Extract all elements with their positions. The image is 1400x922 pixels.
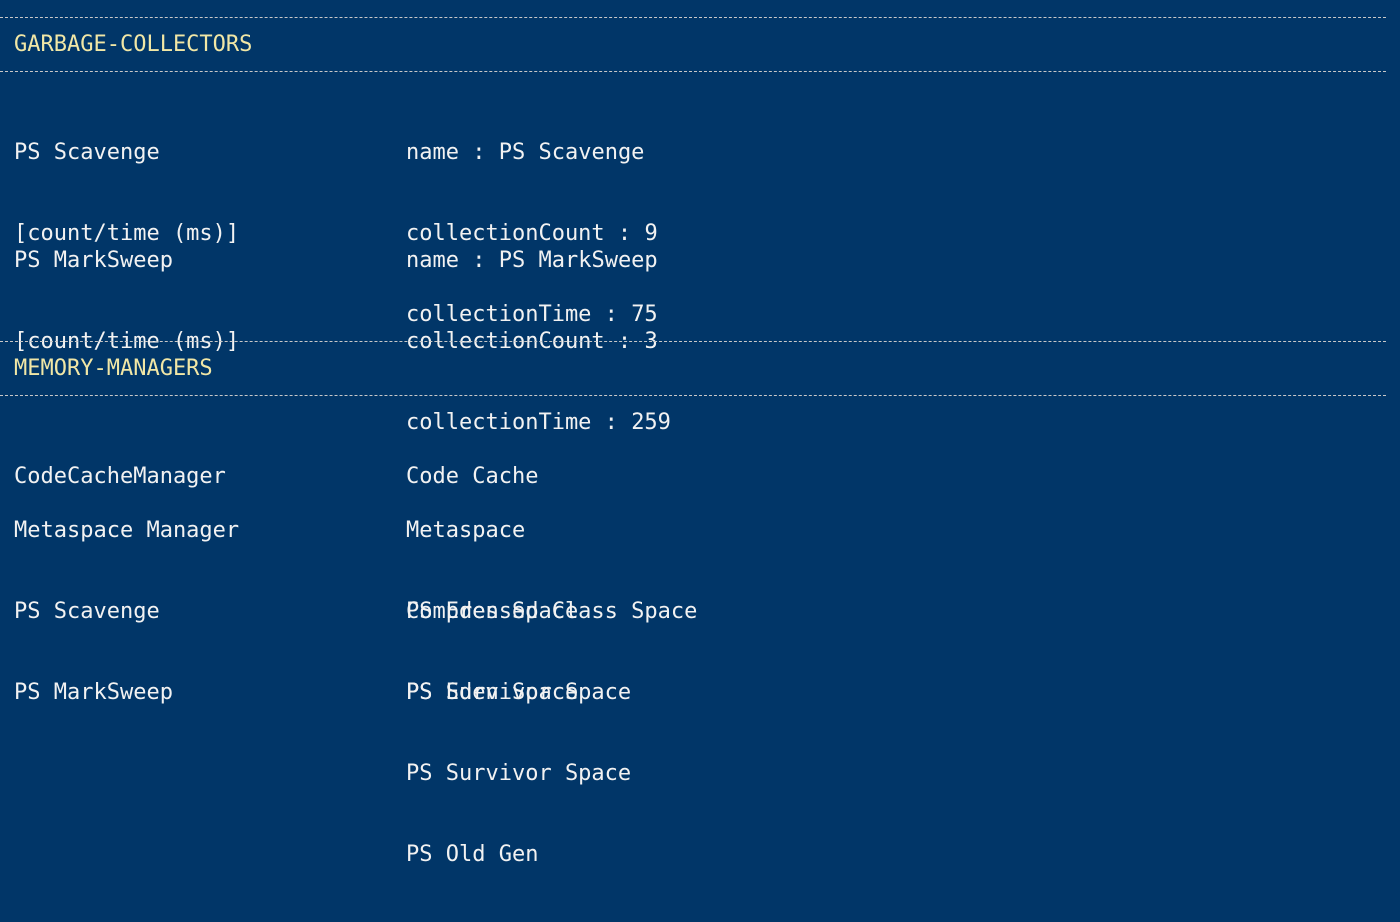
section-title-garbage-collectors: GARBAGE-COLLECTORS [14, 32, 253, 57]
property-separator: : [591, 302, 632, 327]
property-separator: : [458, 248, 499, 273]
gc-property: collectionTime : 259 [406, 409, 671, 436]
gc-properties: name : PS Scavenge collectionCount : 9 c… [406, 85, 658, 382]
section-title-memory-managers: MEMORY-MANAGERS [14, 356, 213, 381]
memory-pool: PS Old Gen [406, 842, 539, 867]
property-key: collectionTime [406, 410, 592, 435]
property-value: PS MarkSweep [498, 248, 658, 273]
gc-property: collectionTime : 75 [406, 301, 658, 328]
terminal-window[interactable]: GARBAGE-COLLECTORS PS Scavenge [count/ti… [0, 0, 1400, 867]
memory-manager-name: CodeCacheManager [14, 409, 226, 544]
section-divider-top [0, 17, 1386, 18]
property-key: collectionTime [406, 302, 592, 327]
manager-name: PS MarkSweep [14, 680, 173, 705]
property-separator: : [604, 221, 645, 246]
memory-pool-list: PS Eden Space PS Survivor Space [406, 544, 631, 760]
property-separator: : [591, 410, 632, 435]
memory-manager-name: PS MarkSweep [14, 625, 173, 760]
memory-pool: PS Eden Space [406, 599, 579, 624]
gc-name: PS Scavenge [14, 140, 160, 165]
memory-pool: PS Survivor Space [406, 761, 632, 786]
property-key: name [406, 140, 459, 165]
gc-property: name : PS Scavenge [406, 139, 658, 166]
memory-pool-list: Code Cache [406, 409, 538, 544]
property-key: name [406, 248, 459, 273]
memory-pool: PS Survivor Space [406, 680, 632, 705]
section-divider-top [0, 341, 1386, 342]
memory-pool-list: Metaspace Compressed Class Space [406, 463, 697, 679]
memory-pool: Compressed Class Space [406, 599, 698, 624]
property-value: 75 [631, 302, 658, 327]
gc-name: PS MarkSweep [14, 248, 173, 273]
memory-pool: Metaspace [406, 518, 526, 543]
memory-manager-name: PS Scavenge [14, 544, 160, 679]
gc-property: name : PS MarkSweep [406, 247, 671, 274]
section-divider-bottom [0, 395, 1386, 396]
gc-label: PS Scavenge [count/time (ms)] [14, 85, 239, 301]
memory-manager-name: Metaspace Manager [14, 463, 239, 598]
gc-property: collectionCount : 9 [406, 220, 658, 247]
property-value: 259 [631, 410, 671, 435]
memory-pool: PS Eden Space [406, 680, 579, 705]
memory-pool: Code Cache [406, 464, 539, 489]
memory-pool-list: PS Eden Space PS Survivor Space PS Old G… [406, 625, 631, 922]
property-separator: : [458, 140, 499, 165]
property-key: collectionCount [406, 221, 605, 246]
manager-name: CodeCacheManager [14, 464, 226, 489]
manager-name: PS Scavenge [14, 599, 160, 624]
property-value: PS Scavenge [498, 140, 645, 165]
gc-subtitle: [count/time (ms)] [14, 221, 240, 246]
manager-name: Metaspace Manager [14, 518, 240, 543]
property-value: 9 [644, 221, 658, 246]
section-divider-bottom [0, 71, 1386, 72]
